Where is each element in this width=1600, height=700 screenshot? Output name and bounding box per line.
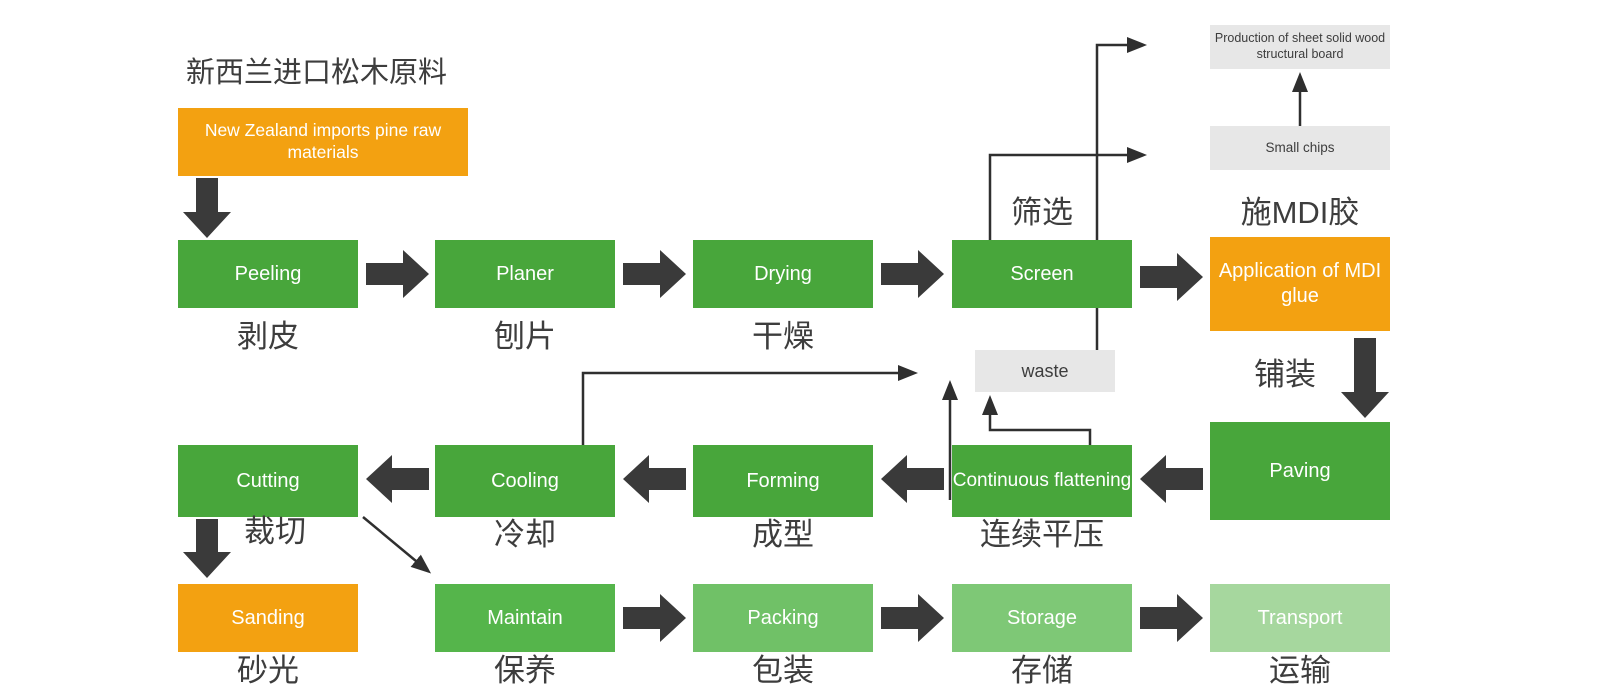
node-drying-box: Drying [693,240,873,308]
node-mdi-glue-box: Application of MDI glue [1210,237,1390,331]
caption-forming: 成型 [752,517,814,552]
block-arrow-left-icon [1140,455,1203,503]
node-waste-box: waste [975,350,1115,392]
connector-flattening-to-waste-icon [981,395,1092,445]
node-sanding-box: Sanding [178,584,358,652]
caption-sanding: 砂光 [237,653,299,688]
node-cooling-box: Cooling [435,445,615,517]
node-maintain-label: Maintain [487,606,563,629]
node-planer-label: Planer [496,262,554,285]
caption-storage: 存储 [1011,653,1073,688]
block-arrow-right-icon [623,250,686,298]
node-continuous-flattening-label: Continuous flattening [952,470,1132,492]
block-arrow-right-icon [623,594,686,642]
block-arrow-right-icon [1140,253,1203,301]
caption-peeling: 剥皮 [237,319,299,354]
node-continuous-flattening-box: Continuous flattening [952,445,1132,517]
node-paving-box: Paving [1210,422,1390,520]
node-cooling-label: Cooling [491,469,559,492]
node-transport-box: Transport [1210,584,1390,652]
node-screen-label: Screen [1010,262,1074,285]
block-arrow-left-icon [881,455,944,503]
caption-mdi-glue: 施MDI胶 [1240,195,1360,230]
block-arrow-down-icon [183,178,231,238]
block-arrow-left-icon [623,455,686,503]
node-screen-box: Screen [952,240,1132,308]
node-peeling-box: Peeling [178,240,358,308]
block-arrow-right-icon [881,250,944,298]
node-planer-box: Planer [435,240,615,308]
node-waste-label: waste [1021,360,1069,381]
node-packing-box: Packing [693,584,873,652]
caption-packing: 包装 [752,653,814,688]
node-maintain-box: Maintain [435,584,615,652]
caption-cutting: 裁切 [244,514,306,549]
node-packing-label: Packing [747,606,819,629]
node-sanding-label: Sanding [231,606,305,629]
node-mdi-glue-label: Application of MDI glue [1218,260,1382,307]
caption-planer: 刨片 [494,319,556,354]
node-small-chips-label: Small chips [1265,139,1335,155]
caption-continuous-flattening: 连续平压 [980,517,1104,552]
node-transport-label: Transport [1257,606,1343,629]
caption-drying: 干燥 [752,319,814,354]
node-drying-label: Drying [754,262,812,285]
node-source-box: New Zealand imports pine raw materials [178,108,468,176]
block-arrow-right-icon [881,594,944,642]
node-storage-label: Storage [1006,606,1078,629]
node-production-board-box: Production of sheet solid wood structura… [1210,25,1390,69]
connector-cutting-to-maintain-icon [362,516,432,574]
block-arrow-right-icon [366,250,429,298]
node-forming-label: Forming [746,469,820,492]
node-storage-box: Storage [952,584,1132,652]
connector-cooling-return-icon [581,364,918,445]
caption-screen: 筛选 [1011,195,1073,230]
node-source-label: New Zealand imports pine raw materials [204,120,442,162]
caption-paving: 铺装 [1254,357,1316,392]
diagram-title: 新西兰进口松木原料 [186,57,448,89]
node-forming-box: Forming [693,445,873,517]
node-small-chips-box: Small chips [1210,126,1390,170]
caption-cooling: 冷却 [494,517,556,552]
node-peeling-label: Peeling [234,262,302,285]
caption-maintain: 保养 [494,653,556,688]
block-arrow-left-icon [366,455,429,503]
node-production-board-label: Production of sheet solid wood structura… [1214,31,1386,61]
node-paving-label: Paving [1269,459,1331,482]
node-cutting-box: Cutting [178,445,358,517]
caption-transport: 运输 [1269,653,1331,688]
node-cutting-label: Cutting [236,469,300,492]
block-arrow-right-icon [1140,594,1203,642]
